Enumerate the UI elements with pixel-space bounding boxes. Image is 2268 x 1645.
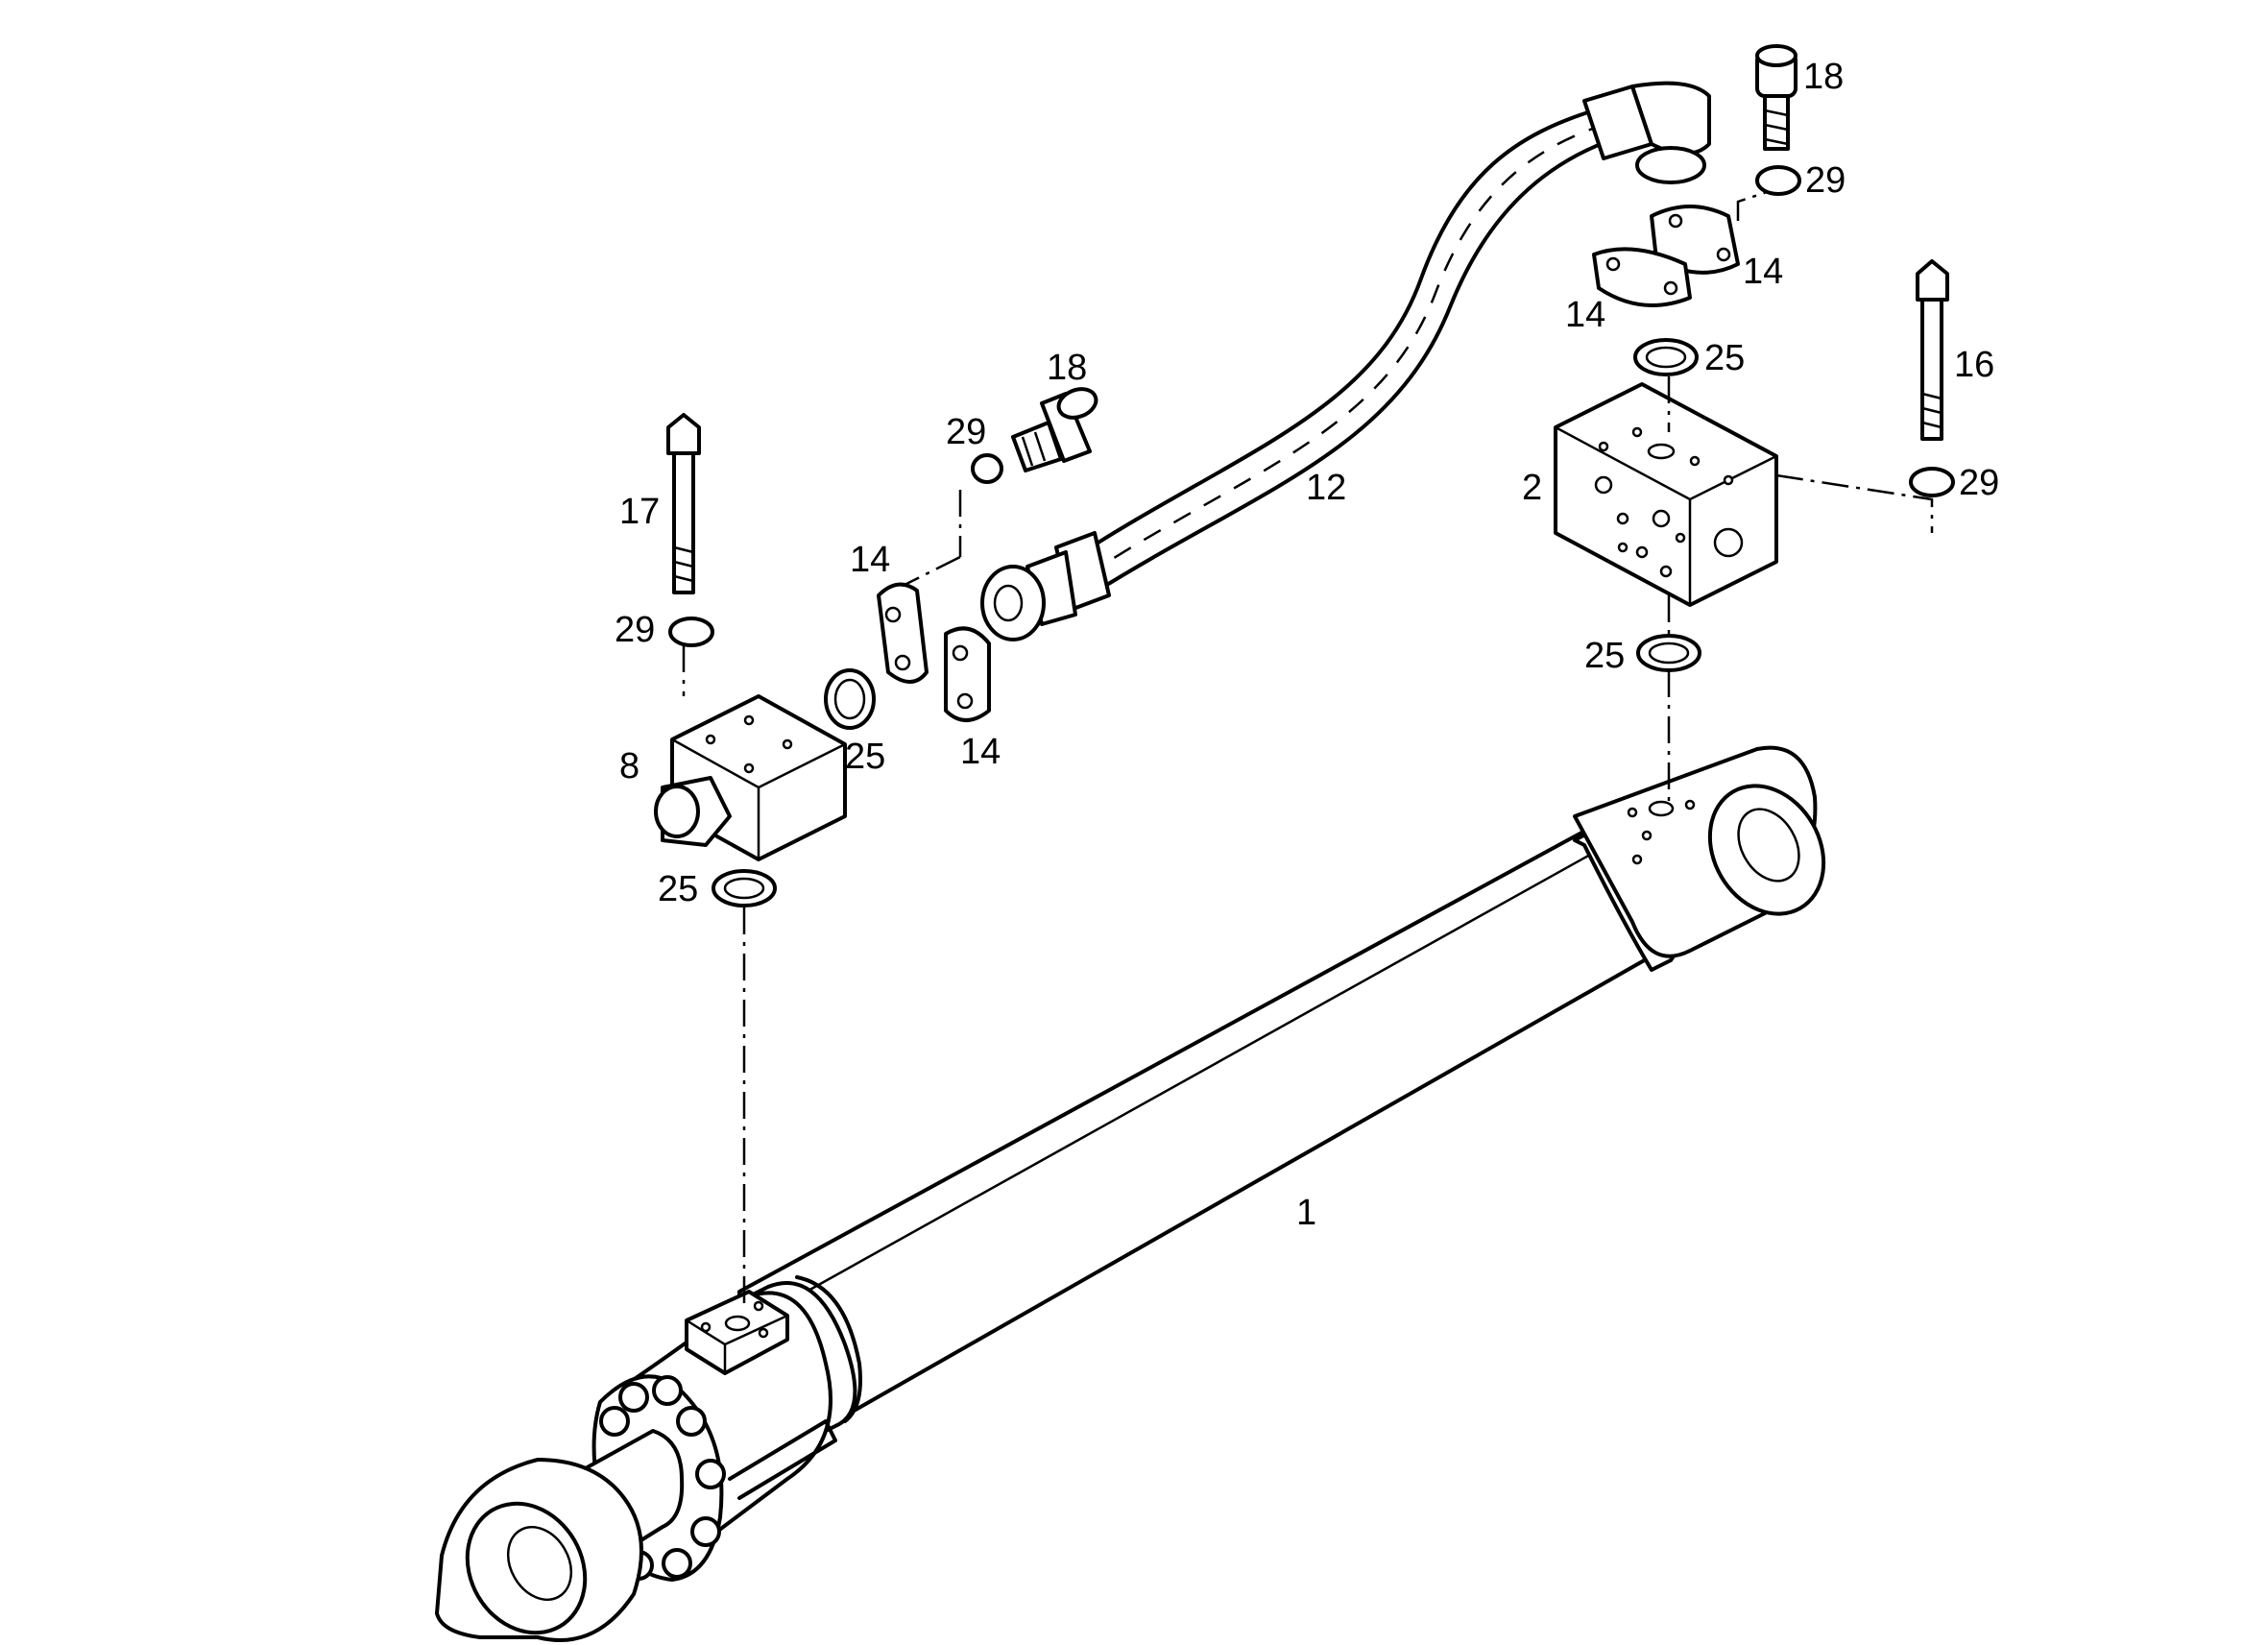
label-part-14-right-lower: 14: [1565, 295, 1605, 335]
label-part-8: 8: [619, 746, 639, 786]
hydraulic-hose: [980, 81, 1711, 641]
label-part-1: 1: [1296, 1193, 1316, 1233]
label-part-29-left-screw: 29: [946, 412, 986, 452]
hydraulic-cylinder: [435, 745, 1826, 1642]
label-part-2: 2: [1522, 468, 1542, 508]
cap-screw-18-left: [1011, 387, 1098, 472]
bolt-17: [666, 413, 701, 594]
bolt-16: [1916, 259, 1949, 441]
label-part-14-left-lower: 14: [960, 732, 1001, 772]
assembly-center-lines: [682, 190, 1934, 1306]
cap-screw-18-right: [1755, 44, 1798, 151]
label-part-17: 17: [619, 492, 660, 532]
label-part-25-right-upper: 25: [1704, 338, 1745, 378]
label-part-18-left: 18: [1047, 348, 1087, 388]
label-part-12: 12: [1306, 468, 1346, 508]
label-part-29-left-bolt: 29: [615, 610, 655, 650]
label-part-14-left-upper: 14: [850, 540, 890, 580]
label-part-25-left-ring: 25: [845, 737, 885, 777]
part-number-labels: 1 2 8 12 14 14 14 14 16 17 18 18 25 25 2…: [615, 57, 1999, 1233]
label-part-25-left-block: 25: [658, 869, 698, 909]
valve-block-right: [1554, 382, 1778, 607]
valve-block-left: [654, 694, 847, 861]
label-part-18-right: 18: [1803, 57, 1844, 97]
washers: [668, 165, 1955, 647]
label-part-25-right-lower: 25: [1584, 636, 1625, 676]
label-part-29-right-screw: 29: [1805, 160, 1846, 201]
flange-bolts: [599, 1375, 726, 1581]
label-part-14-right-upper: 14: [1743, 252, 1783, 292]
flange-clamps: [877, 205, 1740, 722]
label-part-29-right-bolt: 29: [1959, 463, 1999, 503]
o-rings: [712, 338, 1701, 907]
label-part-16: 16: [1954, 345, 1994, 385]
